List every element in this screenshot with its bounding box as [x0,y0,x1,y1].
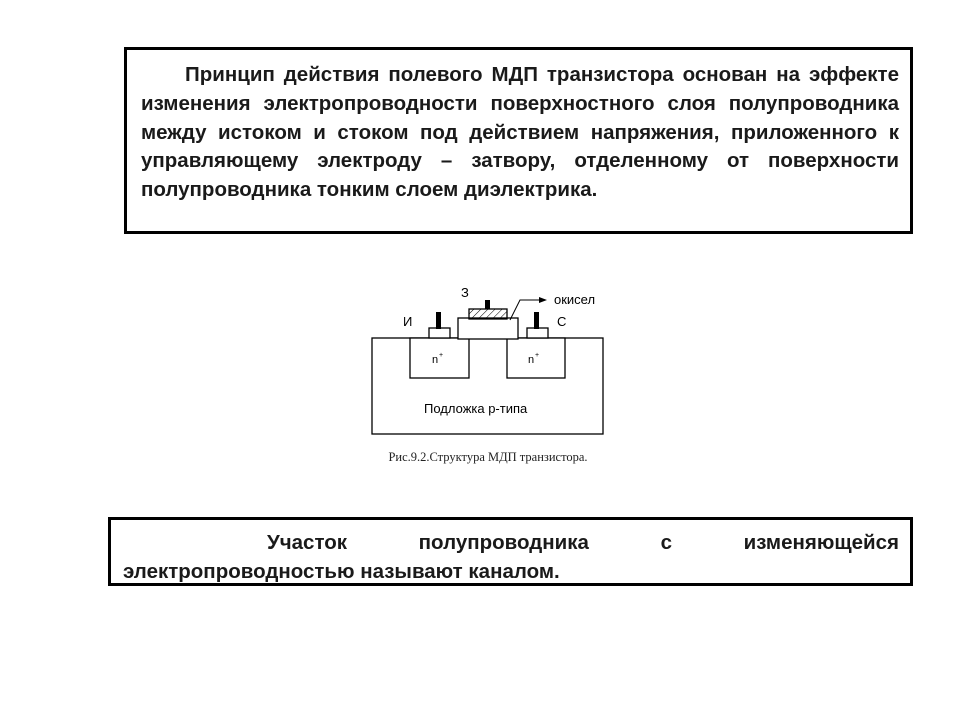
n-region-right-label: n [528,354,534,366]
source-contact [428,327,451,339]
source-terminal [436,312,441,329]
substrate-label: Подложка p-типа [424,401,528,416]
gate-terminal [485,300,490,309]
drain-terminal [534,312,539,329]
n-region-left [409,337,470,379]
mos-transistor-diagram: З И С окисел n + n + Подложка p-типа [340,280,620,445]
channel-paragraph: Участок полупроводника с изменяющейся эл… [123,531,899,583]
n-region-left-label: n [432,354,438,366]
channel-definition-box: Участок полупроводника с изменяющейся эл… [108,517,913,586]
principle-paragraph: Принцип действия полевого МДП транзистор… [141,63,899,202]
figure-caption: Рис.9.2.Структура МДП транзистора. [388,450,588,464]
oxide-label: окисел [554,292,595,307]
drain-label: С [557,314,566,329]
oxide-layer [457,317,519,340]
drain-contact [526,327,549,339]
oxide-pointer-line [509,299,541,321]
n-region-right-sup: + [535,352,539,359]
principle-text-box: Принцип действия полевого МДП транзистор… [124,47,913,234]
source-label: И [403,314,412,329]
gate-electrode [468,308,508,320]
gate-label: З [461,285,469,300]
n-region-left-sup: + [439,352,443,359]
n-region-right [506,337,566,379]
substrate-block [371,337,604,435]
oxide-pointer-arrowhead [539,297,547,303]
